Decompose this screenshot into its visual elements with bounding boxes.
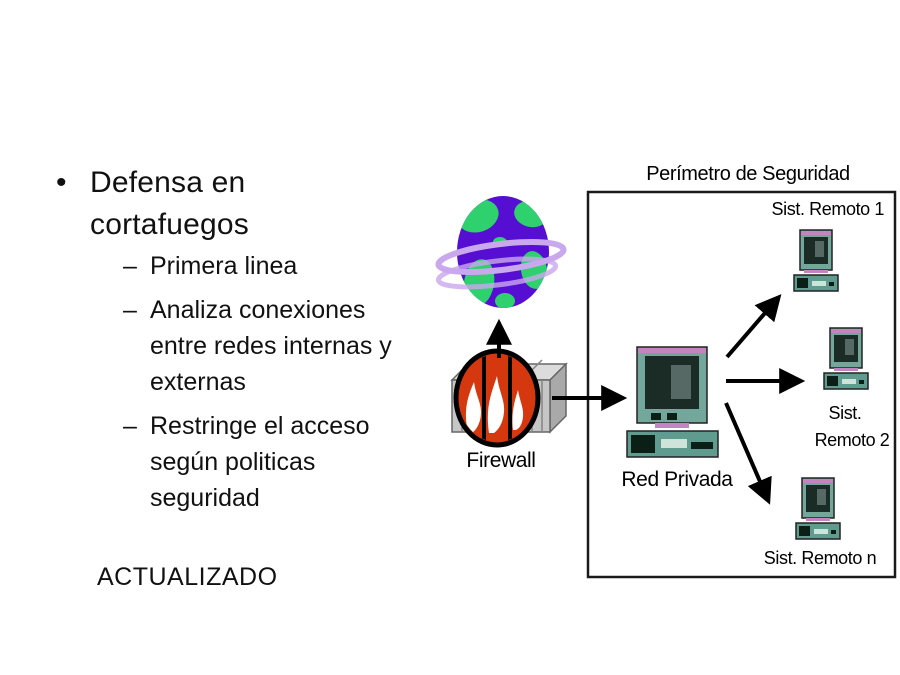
orbit-ring bbox=[435, 256, 559, 290]
main-bullet: Defensa en cortafuegos bbox=[90, 162, 249, 246]
sub-bullet-lines: Primera linea bbox=[150, 248, 297, 284]
perimeter-title: Perímetro de Seguridad bbox=[646, 163, 850, 185]
red-privada-label: Red Privada bbox=[621, 468, 733, 491]
remote-n-computer-icon bbox=[795, 477, 841, 540]
remote-2-computer-icon bbox=[823, 327, 869, 390]
orbit-ring bbox=[435, 238, 567, 276]
sub-bullet-line: Restringe el acceso bbox=[150, 412, 370, 440]
sub-bullet-primera: – Primera linea bbox=[123, 248, 392, 284]
firewall-icon bbox=[450, 348, 568, 448]
remote-1-label: Sist. Remoto 1 bbox=[772, 199, 885, 219]
remote-n-label: Sist. Remoto n bbox=[764, 548, 876, 568]
main-bullet-line: Defensa en bbox=[90, 166, 246, 199]
sub-bullet-line: Analiza conexiones bbox=[150, 296, 366, 324]
sub-bullet-lines: Analiza conexiones entre redes internas … bbox=[150, 292, 392, 400]
security-perimeter-box bbox=[586, 190, 897, 579]
actualizado-note: ACTUALIZADO bbox=[97, 563, 278, 591]
remote-1-computer-icon bbox=[793, 229, 839, 292]
sub-bullet-line: según politicas bbox=[150, 448, 316, 476]
sub-bullet-line: seguridad bbox=[150, 484, 260, 512]
sub-bullet-lines: Restringe el acceso según politicas segu… bbox=[150, 408, 370, 516]
sub-bullet-list: – Primera linea – Analiza conexiones ent… bbox=[123, 248, 392, 524]
firewall-flames bbox=[465, 354, 524, 442]
arrow-to-remote-1 bbox=[725, 294, 782, 359]
remote-2-label-line2: Remoto 2 bbox=[815, 430, 890, 450]
bullet-marker: • bbox=[56, 166, 67, 199]
remote-2-label-line1: Sist. bbox=[828, 403, 861, 423]
internet-globe-icon bbox=[435, 196, 567, 308]
sub-bullet-line: entre redes internas y bbox=[150, 332, 392, 360]
sub-bullet-analiza: – Analiza conexiones entre redes interna… bbox=[123, 292, 392, 400]
sub-bullet-line: Primera linea bbox=[150, 252, 298, 280]
arrow-to-remote-n bbox=[724, 402, 772, 505]
dash-marker: – bbox=[123, 412, 137, 440]
red-privada-computer-icon bbox=[626, 346, 719, 458]
sub-bullet-restringe: – Restringe el acceso según politicas se… bbox=[123, 408, 392, 516]
firewall-label: Firewall bbox=[466, 449, 535, 472]
dash-marker: – bbox=[123, 296, 137, 324]
dash-marker: – bbox=[123, 252, 137, 280]
sub-bullet-line: externas bbox=[150, 368, 246, 396]
main-bullet-line: cortafuegos bbox=[90, 208, 249, 241]
